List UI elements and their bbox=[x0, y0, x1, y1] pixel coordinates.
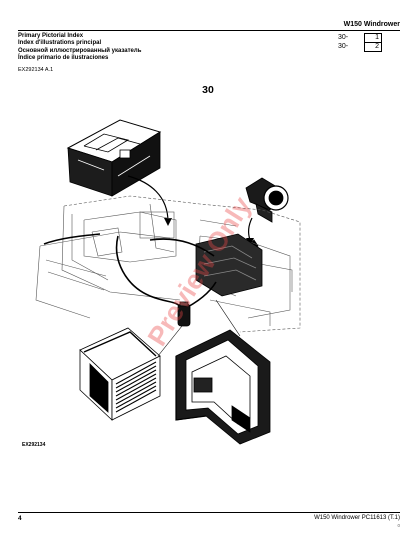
coolant-filter-part[interactable] bbox=[177, 301, 191, 327]
footer-small-mark: 0 bbox=[397, 523, 400, 528]
engine-block bbox=[195, 233, 263, 297]
section-number[interactable]: 30 bbox=[202, 84, 214, 96]
title-french: Index d'illustrations principal bbox=[18, 40, 102, 47]
title-spanish: Índice primario de ilustraciones bbox=[18, 54, 109, 61]
page-number: 4 bbox=[18, 515, 22, 522]
footer-manual-ref: W150 Windrower PC11613 (T.1) bbox=[314, 515, 400, 521]
index-section: 30- bbox=[338, 43, 349, 50]
engine-cover-part[interactable] bbox=[66, 119, 162, 197]
index-reference-table: 30- 1 30- 2 bbox=[336, 33, 382, 52]
radiator-part[interactable] bbox=[79, 327, 161, 421]
document-id: EX292134 A.1 bbox=[18, 67, 54, 73]
manual-title: W150 Windrower bbox=[343, 21, 400, 28]
index-number: 2 bbox=[364, 42, 382, 52]
radiator-shroud-part[interactable] bbox=[175, 329, 271, 445]
header-rule bbox=[18, 30, 400, 31]
index-row: 30- 2 bbox=[336, 42, 382, 52]
title-russian: Основной иллюстрированный указатель bbox=[18, 47, 142, 54]
leader-line bbox=[215, 299, 241, 337]
callout-arrow bbox=[127, 175, 169, 223]
fan-bracket-part[interactable] bbox=[245, 177, 289, 223]
leader-line bbox=[157, 325, 183, 357]
title-english: Primary Pictorial Index bbox=[18, 33, 84, 39]
illustration-id: EX292134 bbox=[22, 442, 46, 448]
footer-rule bbox=[18, 512, 400, 513]
index-section: 30- bbox=[338, 34, 349, 41]
index-titles: Primary Pictorial Index Index d'illustra… bbox=[18, 33, 141, 62]
